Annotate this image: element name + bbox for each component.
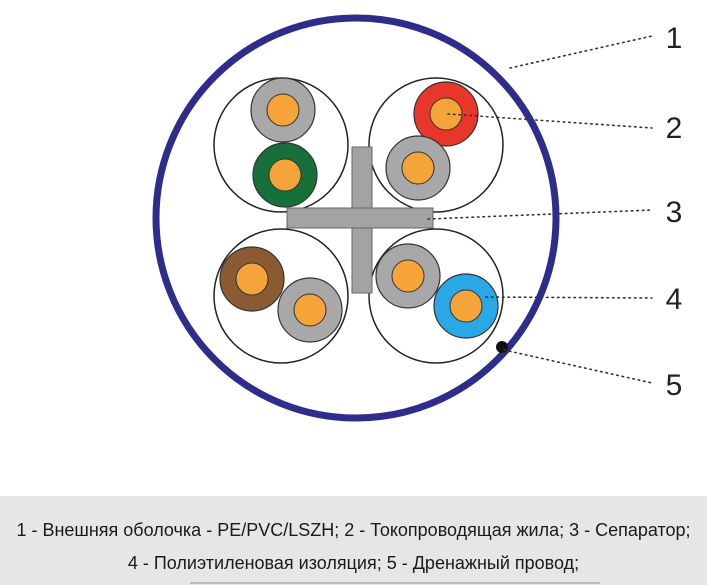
wire-gray-bottom-left: [277, 277, 343, 343]
wire-green: [252, 142, 318, 208]
wire-brown: [219, 246, 285, 312]
wire-blue: [433, 273, 499, 339]
leader-line-3: [427, 209, 653, 220]
drain-wire: [496, 341, 508, 353]
separator: [286, 146, 434, 294]
legend-line-2: 4 - Полиэтиленовая изоляция; 5 - Дренажн…: [127, 553, 580, 573]
leader-line-4: [485, 296, 653, 299]
callout-number-2: 2: [666, 112, 683, 145]
callout-number-4: 4: [666, 283, 683, 316]
leader-lines: [427, 35, 653, 384]
wire-red: [413, 81, 479, 147]
wire-gray-top-left: [250, 77, 316, 143]
callout-number-1: 1: [666, 22, 683, 55]
cable-cross-section-diagram: 1 2 3 4 5: [152, 14, 683, 422]
legend-divider: [190, 582, 600, 584]
leader-line-2: [447, 113, 653, 129]
leader-line-1: [509, 35, 653, 69]
wire-gray-bottom-right: [375, 243, 441, 309]
leader-line-5: [503, 349, 653, 384]
callout-number-5: 5: [666, 369, 683, 402]
wire-gray-top-right: [385, 135, 451, 201]
legend-caption: 1 - Внешняя оболочка - PE/PVC/LSZH; 2 - …: [0, 496, 707, 585]
callout-number-3: 3: [666, 196, 683, 229]
legend-line-1: 1 - Внешняя оболочка - PE/PVC/LSZH; 2 - …: [16, 520, 691, 540]
